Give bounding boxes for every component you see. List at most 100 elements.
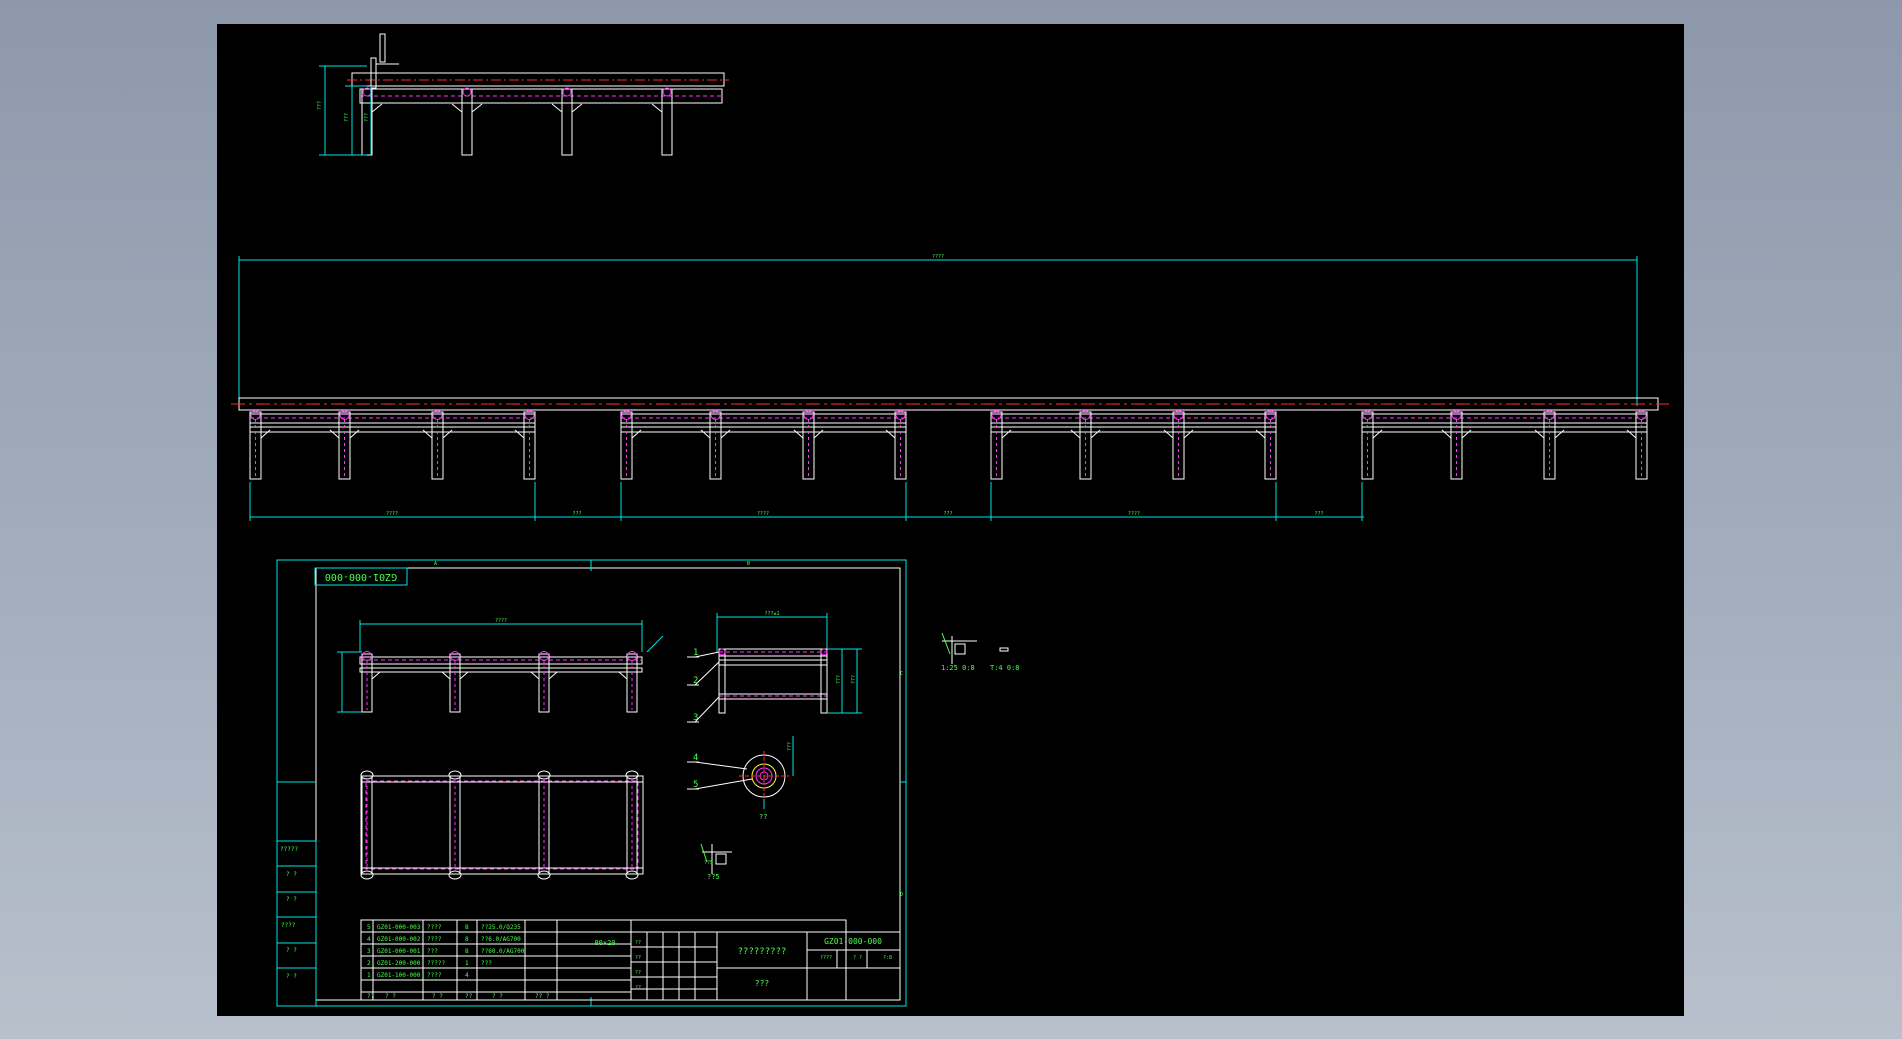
sheet-front-roller: [539, 651, 549, 661]
sheet-front-brace: [618, 671, 628, 680]
side-detail: 1:25 0:8 T:4 0:8: [941, 632, 1020, 672]
sheet-side-beam: [718, 659, 828, 666]
main-module-leg: [620, 411, 633, 480]
top-view-post: [370, 57, 377, 89]
top-view-roller: [562, 87, 572, 97]
main-view-segment-dim-text: ???: [572, 511, 581, 517]
main-module-brace: [349, 429, 360, 439]
sheet-side-view: ???±1 ??? ??? 1 2 3: [687, 611, 862, 723]
side-detail-box: [954, 643, 966, 655]
bom-cell-qty: 8: [465, 924, 469, 931]
sheet-left-info-text: ? ?: [286, 896, 297, 903]
sheet-side-leg: [820, 648, 828, 714]
bom-grid: [361, 919, 632, 1000]
main-module-brace: [1554, 429, 1565, 439]
top-view-brace: [451, 103, 463, 113]
bom-note: 80×20: [594, 939, 615, 947]
bom-cell-code: GZ01-000-003: [377, 924, 421, 931]
sheet-front-lower-beam: [359, 667, 643, 673]
sheet-plan-foot: [625, 770, 639, 780]
callout-leader: [694, 761, 748, 770]
top-view-roller: [662, 87, 672, 97]
weld-detail-label: ??5: [704, 860, 713, 866]
sheet-rotated-drawing-no-box: [314, 567, 408, 586]
sheet-plan-foot: [537, 770, 551, 780]
bom-cell-name: ?????: [427, 960, 445, 967]
bom-cell-name: ????: [427, 936, 442, 943]
sheet-revision-mark: B: [747, 561, 750, 567]
weld-detail-box: [715, 853, 727, 865]
bom-cell-material: ???: [481, 960, 492, 967]
main-module-brace: [260, 429, 271, 439]
main-module-brace: [1090, 429, 1101, 439]
drawing-sheet: A B C D GZ01-000-000 ????? ? ? ? ? ???? …: [276, 559, 907, 1007]
sheet-revision-mark: C: [900, 671, 903, 677]
sheet-front-leg: [449, 653, 461, 713]
title-block-stage: ? ?: [853, 955, 862, 961]
top-view-brace: [371, 103, 383, 113]
cad-drawing-viewport[interactable]: ??? ??? ??? ???? ???? ??? ???? ??? ???? …: [217, 24, 1684, 1016]
bom-cell-material: ??25.0/Q235: [481, 924, 521, 931]
sheet-plan-foot: [360, 870, 374, 880]
bom-cell-no: 3: [367, 948, 371, 955]
title-block-stage: ????: [820, 955, 832, 961]
main-view-segment-dim-text: ????: [386, 511, 398, 517]
main-module-leg: [1450, 411, 1463, 480]
sheet-front-brace: [441, 671, 451, 680]
main-module-brace: [1372, 429, 1383, 439]
sheet-front-brace: [371, 671, 381, 680]
main-module-brace: [631, 429, 642, 439]
sheet-left-info-text: ? ?: [286, 871, 297, 878]
side-detail-part: [999, 647, 1009, 652]
bom-cell-name: ????: [427, 924, 442, 931]
bom-cell-material: ??6.0/AG700: [481, 936, 521, 943]
title-block-role: ??: [635, 985, 641, 991]
sheet-side-height-text: ???: [836, 675, 842, 684]
main-module-leg: [990, 411, 1003, 480]
top-view-brace: [551, 103, 563, 113]
sheet-left-info-text: ? ?: [286, 947, 297, 954]
bom-cell-qty: 8: [465, 936, 469, 943]
top-view-leg: [661, 88, 673, 156]
main-module-lower-beam: [249, 426, 536, 433]
side-detail-label-b: T:4 0:8: [990, 664, 1020, 672]
bom-cell-qty: 4: [465, 972, 469, 979]
sheet-revision-mark: D: [900, 892, 903, 898]
sheet-front-leg: [626, 653, 638, 713]
main-module-lower-beam: [1361, 426, 1648, 433]
top-view-post: [379, 33, 386, 63]
top-view-dim-text: ???: [344, 113, 350, 122]
weld-detail-leader: [700, 843, 708, 863]
title-block-role: ??: [635, 955, 641, 961]
top-view-roller: [462, 87, 472, 97]
bom-header-cell: ?? ?: [535, 993, 550, 1000]
callout-number: 4: [693, 753, 698, 763]
callout-leader: [694, 778, 753, 790]
sheet-plan-crossbar: [626, 775, 638, 875]
top-view-leg: [461, 88, 473, 156]
bom-cell-no: 4: [367, 936, 371, 943]
bom-cell-no: 1: [367, 972, 371, 979]
roller-detail-label: ??: [759, 813, 767, 821]
main-module-brace: [720, 429, 731, 439]
main-module-brace: [1461, 429, 1472, 439]
sheet-plan-crossbar: [538, 775, 550, 875]
title-block-role: ??: [635, 940, 641, 946]
main-module-brace: [1163, 429, 1174, 439]
main-module-brace: [1001, 429, 1012, 439]
main-module-leg: [1079, 411, 1092, 480]
cad-drawing-canvas[interactable]: ??? ??? ??? ???? ???? ??? ???? ??? ???? …: [217, 24, 1684, 1016]
sheet-plan-foot: [537, 870, 551, 880]
callout-leader: [694, 696, 720, 723]
callout-leader: [694, 661, 720, 686]
main-module-brace: [1255, 429, 1266, 439]
main-view-segment-ticks: [249, 482, 1363, 521]
sheet-left-info-text: ????: [281, 922, 296, 929]
main-module-leg: [523, 411, 536, 480]
sheet-plan-outer: [360, 775, 644, 875]
main-module-leg: [894, 411, 907, 480]
main-view-segment-dim-text: ???: [943, 511, 952, 517]
sheet-front-brace: [548, 671, 558, 680]
side-detail-label-a: 1:25 0:8: [941, 664, 975, 672]
sheet-front-leader: [646, 635, 664, 653]
